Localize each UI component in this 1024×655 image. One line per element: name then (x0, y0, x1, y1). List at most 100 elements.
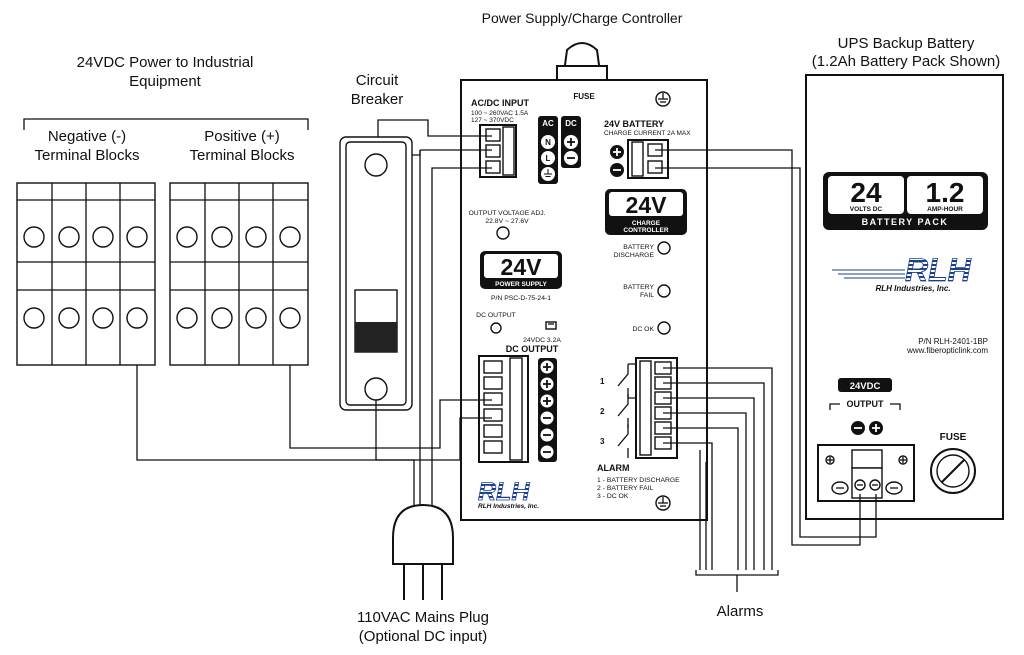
breaker-label: Circuit (356, 72, 399, 89)
acdc-input-title: AC/DC INPUT (471, 98, 530, 108)
dc-output-polarity-column (538, 358, 557, 462)
positive-blocks-label-2: Terminal Blocks (189, 147, 294, 164)
charge-current-label: CHARGE CURRENT 2A MAX (604, 130, 691, 137)
minus-icon (540, 445, 554, 459)
power-supply-sub: POWER SUPPLY (495, 281, 547, 288)
ground-icon (655, 91, 671, 107)
alarm-relay-1-number: 1 (600, 377, 605, 386)
negative-blocks-label: Negative (-) (48, 128, 126, 145)
battery-section-title: 24V BATTERY (604, 119, 664, 129)
charge-controller-big: 24V (626, 192, 668, 218)
alarms-label: Alarms (717, 603, 764, 620)
rlh-logo: RLH (478, 478, 531, 507)
alarm-relay-2-number: 2 (600, 407, 605, 416)
controller-part-number: P/N PSC-D-75-24-1 (491, 295, 551, 302)
battery-rlh-logo: RLH (832, 252, 972, 288)
dc-output-led-label: DC OUTPUT (476, 312, 516, 319)
battery-volts-value: 24 (850, 177, 882, 208)
alarm-terminal (635, 357, 678, 459)
plus-icon (540, 360, 554, 374)
battery-logo-mark: RLH (905, 252, 972, 288)
battery-output-badge: 24VDC (838, 378, 892, 392)
battery-rating-badge: 24 VOLTS DC 1.2 AMP-HOUR BATTERY PACK (823, 172, 988, 230)
plus-icon (869, 421, 883, 435)
controller-fuse-label: FUSE (573, 92, 595, 101)
plus-icon (540, 394, 554, 408)
power-supply-logo: 24V POWER SUPPLY (480, 251, 562, 289)
alarm-legend-3: 3 - DC OK (597, 493, 629, 500)
voltage-adj-label: OUTPUT VOLTAGE ADJ. (468, 210, 545, 217)
dc-label-column: DC (561, 116, 581, 168)
plus-icon (567, 138, 575, 146)
breaker-label-2: Breaker (351, 91, 404, 108)
earth-ground-icon (544, 169, 552, 177)
battery-output-terminal (817, 444, 915, 502)
mount-screw-icon (898, 455, 908, 465)
plus-icon (540, 377, 554, 391)
alarm-relay-3-number: 3 (600, 437, 605, 446)
battery-output-label: OUTPUT (847, 399, 885, 409)
battery-discharge-label: BATTERY (623, 244, 654, 251)
negative-blocks-label-2: Terminal Blocks (34, 147, 139, 164)
ac-label-column: AC N L (538, 116, 558, 184)
power-supply-charge-controller: FUSE AC/DC INPUT 100 ~ 260VAC 1.5A 127 ~… (460, 42, 708, 521)
input-spec-1: 100 ~ 260VAC 1.5A (471, 110, 529, 117)
minus-icon (851, 421, 865, 435)
wiring (136, 119, 877, 592)
mains-plug (392, 503, 454, 600)
dc-output-terminal (478, 355, 529, 463)
plug-label-2: (Optional DC input) (359, 628, 487, 645)
dc-ok-led (657, 321, 671, 335)
battery-pack-label: BATTERY PACK (862, 217, 949, 227)
battery-discharge-led (657, 241, 671, 255)
battery-website: www.fiberopticlink.com (906, 346, 988, 355)
battery-fail-led (657, 284, 671, 298)
battery-amp-hour-value: 1.2 (926, 177, 965, 208)
voltage-adj-range: 22.8V ~ 27.6V (485, 218, 529, 225)
dc-symbol-icon (545, 321, 557, 330)
output-rating: 24VDC 3.2A (523, 337, 561, 344)
ups-label: UPS Backup Battery (838, 35, 975, 52)
input-spec-2: 127 ~ 370VDC (471, 117, 514, 124)
dc-output-led (490, 322, 502, 334)
mount-screw-icon (825, 455, 835, 465)
minus-icon (540, 411, 554, 425)
battery-fail-label-2: FAIL (640, 292, 654, 299)
charge-controller-logo: 24V CHARGE CONTROLLER (605, 189, 687, 235)
dc-label: DC (565, 119, 577, 128)
alarm-legend-1: 1 - BATTERY DISCHARGE (597, 477, 680, 484)
ups-label-2: (1.2Ah Battery Pack Shown) (812, 53, 1000, 70)
dc-ok-label: DC OK (632, 326, 654, 333)
battery-polarity-icons (851, 421, 883, 435)
battery-fuse-label: FUSE (940, 432, 967, 443)
plus-icon (613, 148, 621, 156)
line-label: L (546, 154, 551, 163)
plug-label: 110VAC Mains Plug (357, 609, 489, 626)
battery-discharge-label-2: DISCHARGE (614, 252, 655, 259)
dc-output-title: DC OUTPUT (506, 344, 559, 354)
power-to-equipment-label-2: Equipment (129, 73, 202, 90)
battery-fuse-holder (930, 448, 976, 494)
battery-fail-label: BATTERY (623, 284, 654, 291)
battery-company-name: RLH Industries, Inc. (875, 284, 950, 293)
diagram-title: Power Supply/Charge Controller (482, 10, 683, 26)
negative-terminal-blocks (16, 182, 156, 366)
battery-volts-unit: VOLTS DC (850, 206, 883, 213)
minus-icon (540, 428, 554, 442)
controller-company-name: RLH Industries, Inc. (478, 503, 539, 510)
rlh-logo-mark: RLH (478, 478, 530, 506)
ground-icon (655, 495, 671, 511)
battery-output-voltage: 24VDC (850, 381, 881, 392)
ac-input-terminal (479, 124, 517, 178)
battery-terminal (610, 139, 669, 179)
circuit-breaker (339, 136, 413, 411)
ac-label: AC (542, 119, 554, 128)
battery-part-number: P/N RLH-2401-1BP (918, 337, 988, 346)
battery-amp-hour-unit: AMP-HOUR (927, 206, 963, 213)
alarm-legend-2: 2 - BATTERY FAIL (597, 485, 654, 492)
charge-controller-sub-2: CONTROLLER (623, 227, 668, 234)
power-to-equipment-label: 24VDC Power to Industrial (77, 54, 254, 71)
neutral-label: N (545, 138, 551, 147)
ups-battery-pack: 24 VOLTS DC 1.2 AMP-HOUR BATTERY PACK RL… (805, 74, 1004, 520)
voltage-adj-potentiometer[interactable] (496, 226, 510, 240)
